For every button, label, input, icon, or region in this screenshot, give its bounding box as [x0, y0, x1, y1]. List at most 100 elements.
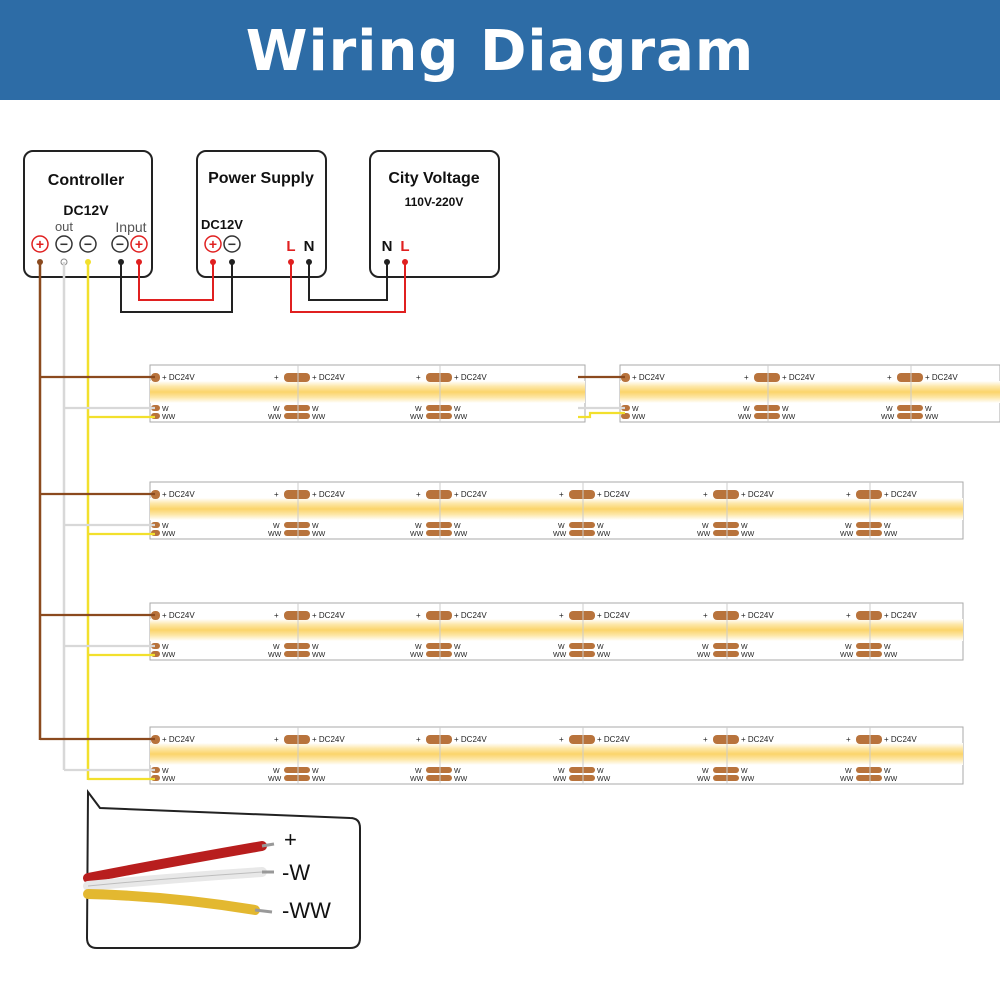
svg-text:+: +: [209, 236, 217, 252]
pad-dc-label: + DC24V: [162, 490, 195, 499]
pad-plus-label: +: [559, 611, 564, 620]
city-voltage-title: City Voltage: [388, 170, 479, 187]
pad-w-label: W: [845, 644, 852, 651]
solder-pad: [569, 530, 595, 536]
legend-ww-label: -WW: [282, 898, 331, 923]
pad-dc-label: + DC24V: [312, 373, 345, 382]
pad-ww-label: WW: [884, 652, 898, 659]
solder-pad: [151, 405, 160, 411]
pad-w-label: W: [741, 644, 748, 651]
svg-text:−: −: [228, 236, 236, 252]
neutral-terminal-label: N: [382, 238, 393, 255]
pad-w-label: W: [558, 644, 565, 651]
pad-ww-label: WW: [454, 652, 468, 659]
pad-plus-label: +: [416, 735, 421, 744]
pad-ww-label: WW: [312, 652, 326, 659]
solder-pad: [856, 775, 882, 781]
pad-dc-label: + DC24V: [597, 735, 630, 744]
pad-dc-label: + DC24V: [312, 490, 345, 499]
pad-w-label: W: [415, 768, 422, 775]
pad-ww-label: WW: [884, 776, 898, 783]
pad-w-label: W: [886, 406, 893, 413]
pad-ww-label: WW: [268, 414, 282, 421]
solder-pad: [426, 767, 452, 773]
pad-w-label: W: [312, 768, 319, 775]
pad-w-label: W: [925, 406, 932, 413]
power-supply-title: Power Supply: [208, 170, 314, 187]
pad-ww-label: WW: [840, 652, 854, 659]
solder-pad: [284, 405, 310, 411]
pad-ww-label: WW: [312, 776, 326, 783]
solder-pad: [569, 611, 595, 620]
pad-ww-label: WW: [162, 531, 176, 538]
pad-ww-label: WW: [410, 652, 424, 659]
solder-pad: [284, 643, 310, 649]
pad-ww-label: WW: [454, 776, 468, 783]
pad-w-label: W: [273, 523, 280, 530]
pad-plus-label: +: [703, 735, 708, 744]
solder-pad: [569, 490, 595, 499]
svg-text:−: −: [60, 236, 68, 252]
pad-dc-label: + DC24V: [162, 373, 195, 382]
pad-ww-label: WW: [162, 414, 176, 421]
solder-pad: [713, 611, 739, 620]
pad-w-label: W: [884, 644, 891, 651]
pad-w-label: W: [162, 768, 169, 775]
pad-w-label: W: [884, 523, 891, 530]
plus-terminal-icon: [204, 235, 222, 253]
pad-ww-label: WW: [741, 531, 755, 538]
pad-ww-label: WW: [840, 776, 854, 783]
pad-plus-label: +: [416, 373, 421, 382]
pad-ww-label: WW: [268, 652, 282, 659]
pad-ww-label: WW: [268, 531, 282, 538]
pad-plus-label: +: [559, 490, 564, 499]
pad-w-label: W: [312, 644, 319, 651]
pad-w-label: W: [454, 768, 461, 775]
pad-plus-label: +: [416, 490, 421, 499]
pad-w-label: W: [702, 523, 709, 530]
solder-pad: [713, 651, 739, 657]
pad-w-label: W: [415, 644, 422, 651]
pad-dc-label: + DC24V: [597, 611, 630, 620]
bus-wires: [38, 262, 90, 780]
pad-ww-label: WW: [925, 414, 939, 421]
plus-terminal-icon: [31, 235, 49, 253]
pad-dc-label: + DC24V: [884, 735, 917, 744]
city-voltage-box: City Voltage 110V-220V N L: [369, 150, 500, 278]
pad-ww-label: WW: [597, 776, 611, 783]
pad-ww-label: WW: [741, 776, 755, 783]
pad-ww-label: WW: [697, 776, 711, 783]
solder-pad: [426, 530, 452, 536]
pad-dc-label: + DC24V: [162, 735, 195, 744]
pad-w-label: W: [558, 768, 565, 775]
pad-dc-label: + DC24V: [741, 490, 774, 499]
power-supply-box: Power Supply DC12V + − L N: [196, 150, 327, 278]
minus-terminal-icon: [111, 235, 129, 253]
pad-w-label: W: [597, 768, 604, 775]
solder-pad: [856, 522, 882, 528]
solder-pad: [856, 651, 882, 657]
feed-wires: [40, 375, 625, 781]
solder-pad: [856, 490, 882, 499]
pad-ww-label: WW: [738, 414, 752, 421]
solder-pad: [856, 643, 882, 649]
pad-ww-label: WW: [881, 414, 895, 421]
pad-ww-label: WW: [884, 531, 898, 538]
solder-pad: [621, 373, 630, 382]
pad-ww-label: WW: [697, 652, 711, 659]
solder-pad: [713, 767, 739, 773]
pad-plus-label: +: [846, 611, 851, 620]
minus-terminal-icon: [223, 235, 241, 253]
pad-dc-label: + DC24V: [312, 735, 345, 744]
solder-pad: [856, 767, 882, 773]
pad-w-label: W: [312, 523, 319, 530]
pad-dc-label: + DC24V: [454, 735, 487, 744]
pad-dc-label: + DC24V: [884, 611, 917, 620]
solder-pad: [569, 735, 595, 744]
city-voltage-range: 110V-220V: [405, 195, 464, 209]
svg-text:+: +: [135, 236, 143, 252]
